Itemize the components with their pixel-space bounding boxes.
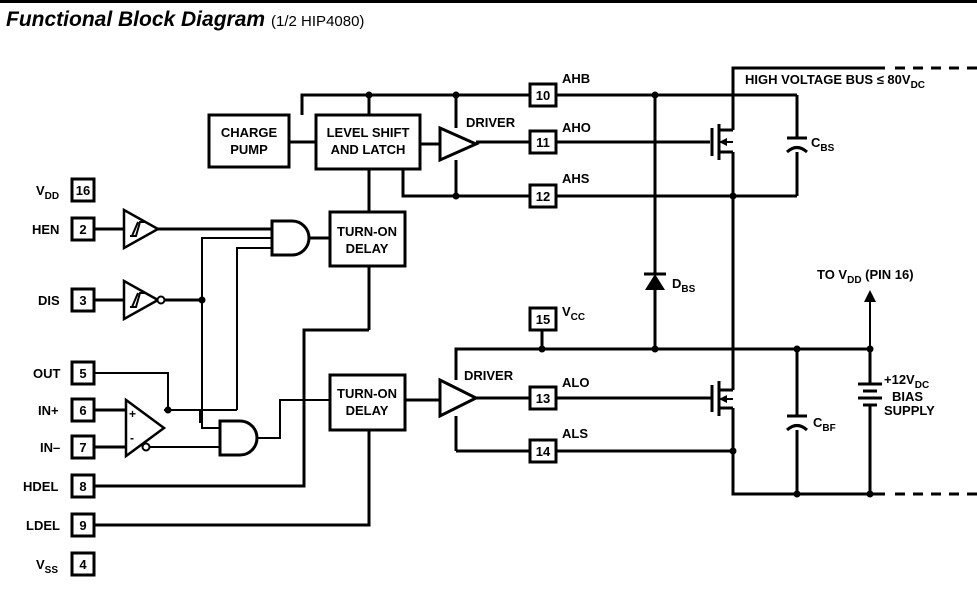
pin-in-minus-name: IN–: [40, 440, 60, 455]
svg-text:16: 16: [76, 183, 90, 198]
pin-vcc-name: VCC: [562, 304, 585, 323]
pin-out-name: OUT: [33, 366, 61, 381]
svg-text:5: 5: [79, 366, 86, 381]
hen-schmitt-buffer: [122, 207, 161, 251]
pin-in-minus: 7: [70, 434, 96, 460]
pin-als-name: ALS: [562, 426, 588, 441]
pin-ahb-name: AHB: [562, 71, 590, 86]
pin-ahb: 10: [528, 82, 558, 108]
cbf-capacitor: CBF: [785, 414, 836, 434]
bias-voltage-label: +12VDC: [884, 372, 929, 391]
supply-label: SUPPLY: [884, 403, 935, 418]
svg-text:8: 8: [79, 479, 86, 494]
dbs-diode: DBS: [644, 272, 696, 295]
dbs-label: DBS: [672, 276, 696, 295]
svg-text:12: 12: [536, 189, 550, 204]
driver-low: DRIVER: [438, 368, 514, 419]
level-shift-block: LEVEL SHIFT AND LATCH: [314, 113, 422, 171]
pin-vcc: 15: [528, 306, 558, 332]
charge-pump-label-2: PUMP: [230, 142, 268, 157]
pin-ldel: 9: [70, 512, 96, 538]
delay-low-label-2: DELAY: [346, 403, 389, 418]
junction-dots: [164, 91, 874, 498]
svg-text:15: 15: [536, 312, 550, 327]
pin-boxes: 16 2 3 5 6 7 8 9: [70, 82, 558, 577]
pin-vss: 4: [70, 551, 96, 577]
level-shift-label-2: AND LATCH: [331, 142, 406, 157]
cbs-label: CBS: [811, 135, 835, 154]
pin-hen-name: HEN: [32, 222, 59, 237]
driver-high: DRIVER: [438, 115, 516, 163]
pin-alo-name: ALO: [562, 375, 589, 390]
comparator: + -: [124, 397, 167, 459]
driver-low-label: DRIVER: [464, 368, 514, 383]
dis-schmitt-inverter: [122, 278, 166, 322]
low-side-mosfet: [710, 381, 733, 416]
top-rule: [0, 0, 977, 3]
pin-vss-name: VSS: [36, 557, 58, 576]
and-gate-low: [218, 419, 259, 457]
svg-text:14: 14: [536, 444, 551, 459]
cbs-capacitor: CBS: [785, 135, 835, 154]
pin-ldel-name: LDEL: [26, 518, 60, 533]
and-gate-high: [270, 219, 311, 257]
charge-pump-block: CHARGE PUMP: [207, 113, 291, 169]
pin-aho: 11: [528, 129, 558, 155]
pin-ahs-name: AHS: [562, 171, 590, 186]
turn-on-delay-low-block: TURN-ON DELAY: [328, 373, 407, 432]
pin-vdd: 16: [70, 177, 96, 203]
svg-text:7: 7: [79, 440, 86, 455]
svg-text:13: 13: [536, 391, 550, 406]
svg-text:11: 11: [536, 135, 550, 150]
pin-vdd-name: VDD: [36, 183, 59, 202]
pin-hdel-name: HDEL: [23, 479, 58, 494]
svg-text:2: 2: [79, 222, 86, 237]
hv-bus-label: HIGH VOLTAGE BUS ≤ 80VDC: [745, 72, 925, 91]
pin-aho-name: AHO: [562, 120, 591, 135]
svg-text:4: 4: [79, 557, 87, 572]
annotations: HIGH VOLTAGE BUS ≤ 80VDC TO VDD (PIN 16)…: [745, 72, 935, 418]
pin-out: 5: [70, 360, 96, 386]
comparator-minus: -: [130, 431, 134, 445]
cbf-label: CBF: [813, 415, 836, 434]
pin-in-plus: 6: [70, 397, 96, 423]
pin-in-plus-name: IN+: [38, 403, 59, 418]
bias-label: BIAS: [892, 389, 923, 404]
charge-pump-label-1: CHARGE: [221, 125, 278, 140]
wiring: [94, 66, 977, 527]
pin-alo: 13: [528, 385, 558, 411]
svg-text:6: 6: [79, 403, 86, 418]
pin-als: 14: [528, 438, 558, 464]
pin-ahs: 12: [528, 183, 558, 209]
title-sub: (1/2 HIP4080): [271, 13, 365, 30]
high-side-mosfet: [710, 124, 733, 160]
title-main: Functional Block Diagram: [6, 8, 266, 31]
bias-supply-battery: [858, 382, 882, 410]
pin-hdel: 8: [70, 473, 96, 499]
level-shift-label-1: LEVEL SHIFT: [327, 125, 410, 140]
svg-text:10: 10: [536, 88, 550, 103]
pin-hen: 2: [70, 216, 96, 242]
turn-on-delay-high-block: TURN-ON DELAY: [328, 210, 407, 268]
delay-high-label-1: TURN-ON: [337, 224, 397, 239]
comparator-plus: +: [129, 407, 136, 421]
delay-high-label-2: DELAY: [346, 241, 389, 256]
svg-text:3: 3: [79, 293, 86, 308]
driver-high-label: DRIVER: [466, 115, 516, 130]
pin-dis-name: DIS: [38, 293, 60, 308]
page-title: Functional Block Diagram (1/2 HIP4080): [6, 8, 364, 32]
pin-dis: 3: [70, 287, 96, 313]
svg-text:9: 9: [79, 518, 86, 533]
to-vdd-label: TO VDD (PIN 16): [817, 267, 914, 286]
pin-names: VDD HEN DIS OUT IN+ IN– HDEL LDEL VSS AH…: [23, 71, 591, 576]
delay-low-label-1: TURN-ON: [337, 386, 397, 401]
